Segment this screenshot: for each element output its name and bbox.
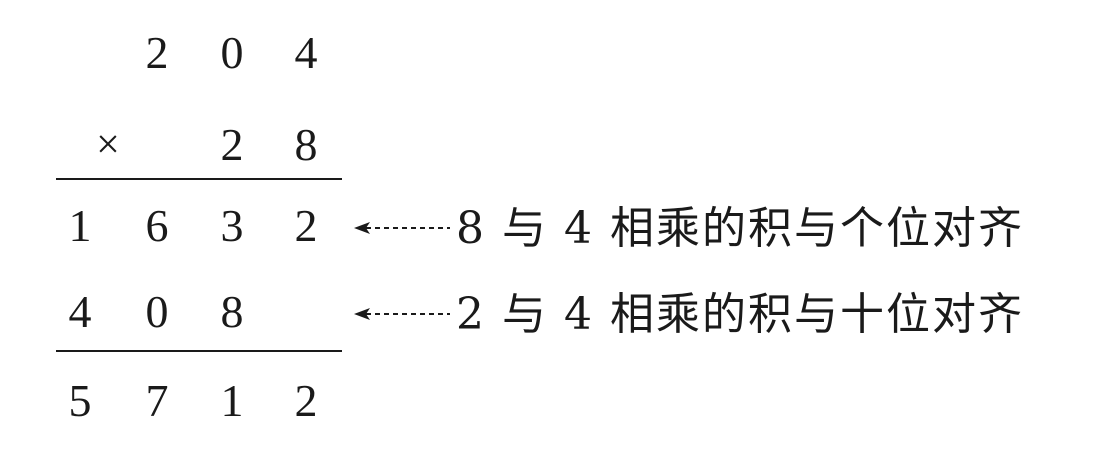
result-digit-tens: 1 <box>220 375 244 426</box>
dashed-arrow-2-icon <box>354 308 450 320</box>
partial1-digit-tens: 3 <box>220 200 244 251</box>
top-rule <box>56 178 342 180</box>
partial1-digit-thousands: 1 <box>68 200 92 251</box>
multiplier-digit-ones: 8 <box>294 119 318 170</box>
multiplier-digit-tens: 2 <box>220 119 244 170</box>
result-digit-hundreds: 7 <box>145 375 169 426</box>
multiplication-sign: × <box>96 122 120 168</box>
multiplicand-digit-tens: 0 <box>220 27 244 78</box>
result-digit-thousands: 5 <box>68 375 92 426</box>
partial2-digit-thousands: 4 <box>68 286 92 337</box>
annotation-ones-alignment: 8 与 4 相乘的积与个位对齐 <box>456 203 1024 254</box>
annotation-tens-alignment: 2 与 4 相乘的积与十位对齐 <box>456 289 1024 340</box>
partial2-digit-hundreds: 0 <box>145 286 169 337</box>
dashed-arrow-1-icon <box>354 222 450 234</box>
bottom-rule <box>56 350 342 352</box>
partial1-digit-ones: 2 <box>294 200 318 251</box>
partial2-digit-tens: 8 <box>220 286 244 337</box>
multiplicand-digit-ones: 4 <box>294 27 318 78</box>
multiplicand-digit-hundreds: 2 <box>145 27 169 78</box>
result-digit-ones: 2 <box>294 375 318 426</box>
partial1-digit-hundreds: 6 <box>145 200 169 251</box>
